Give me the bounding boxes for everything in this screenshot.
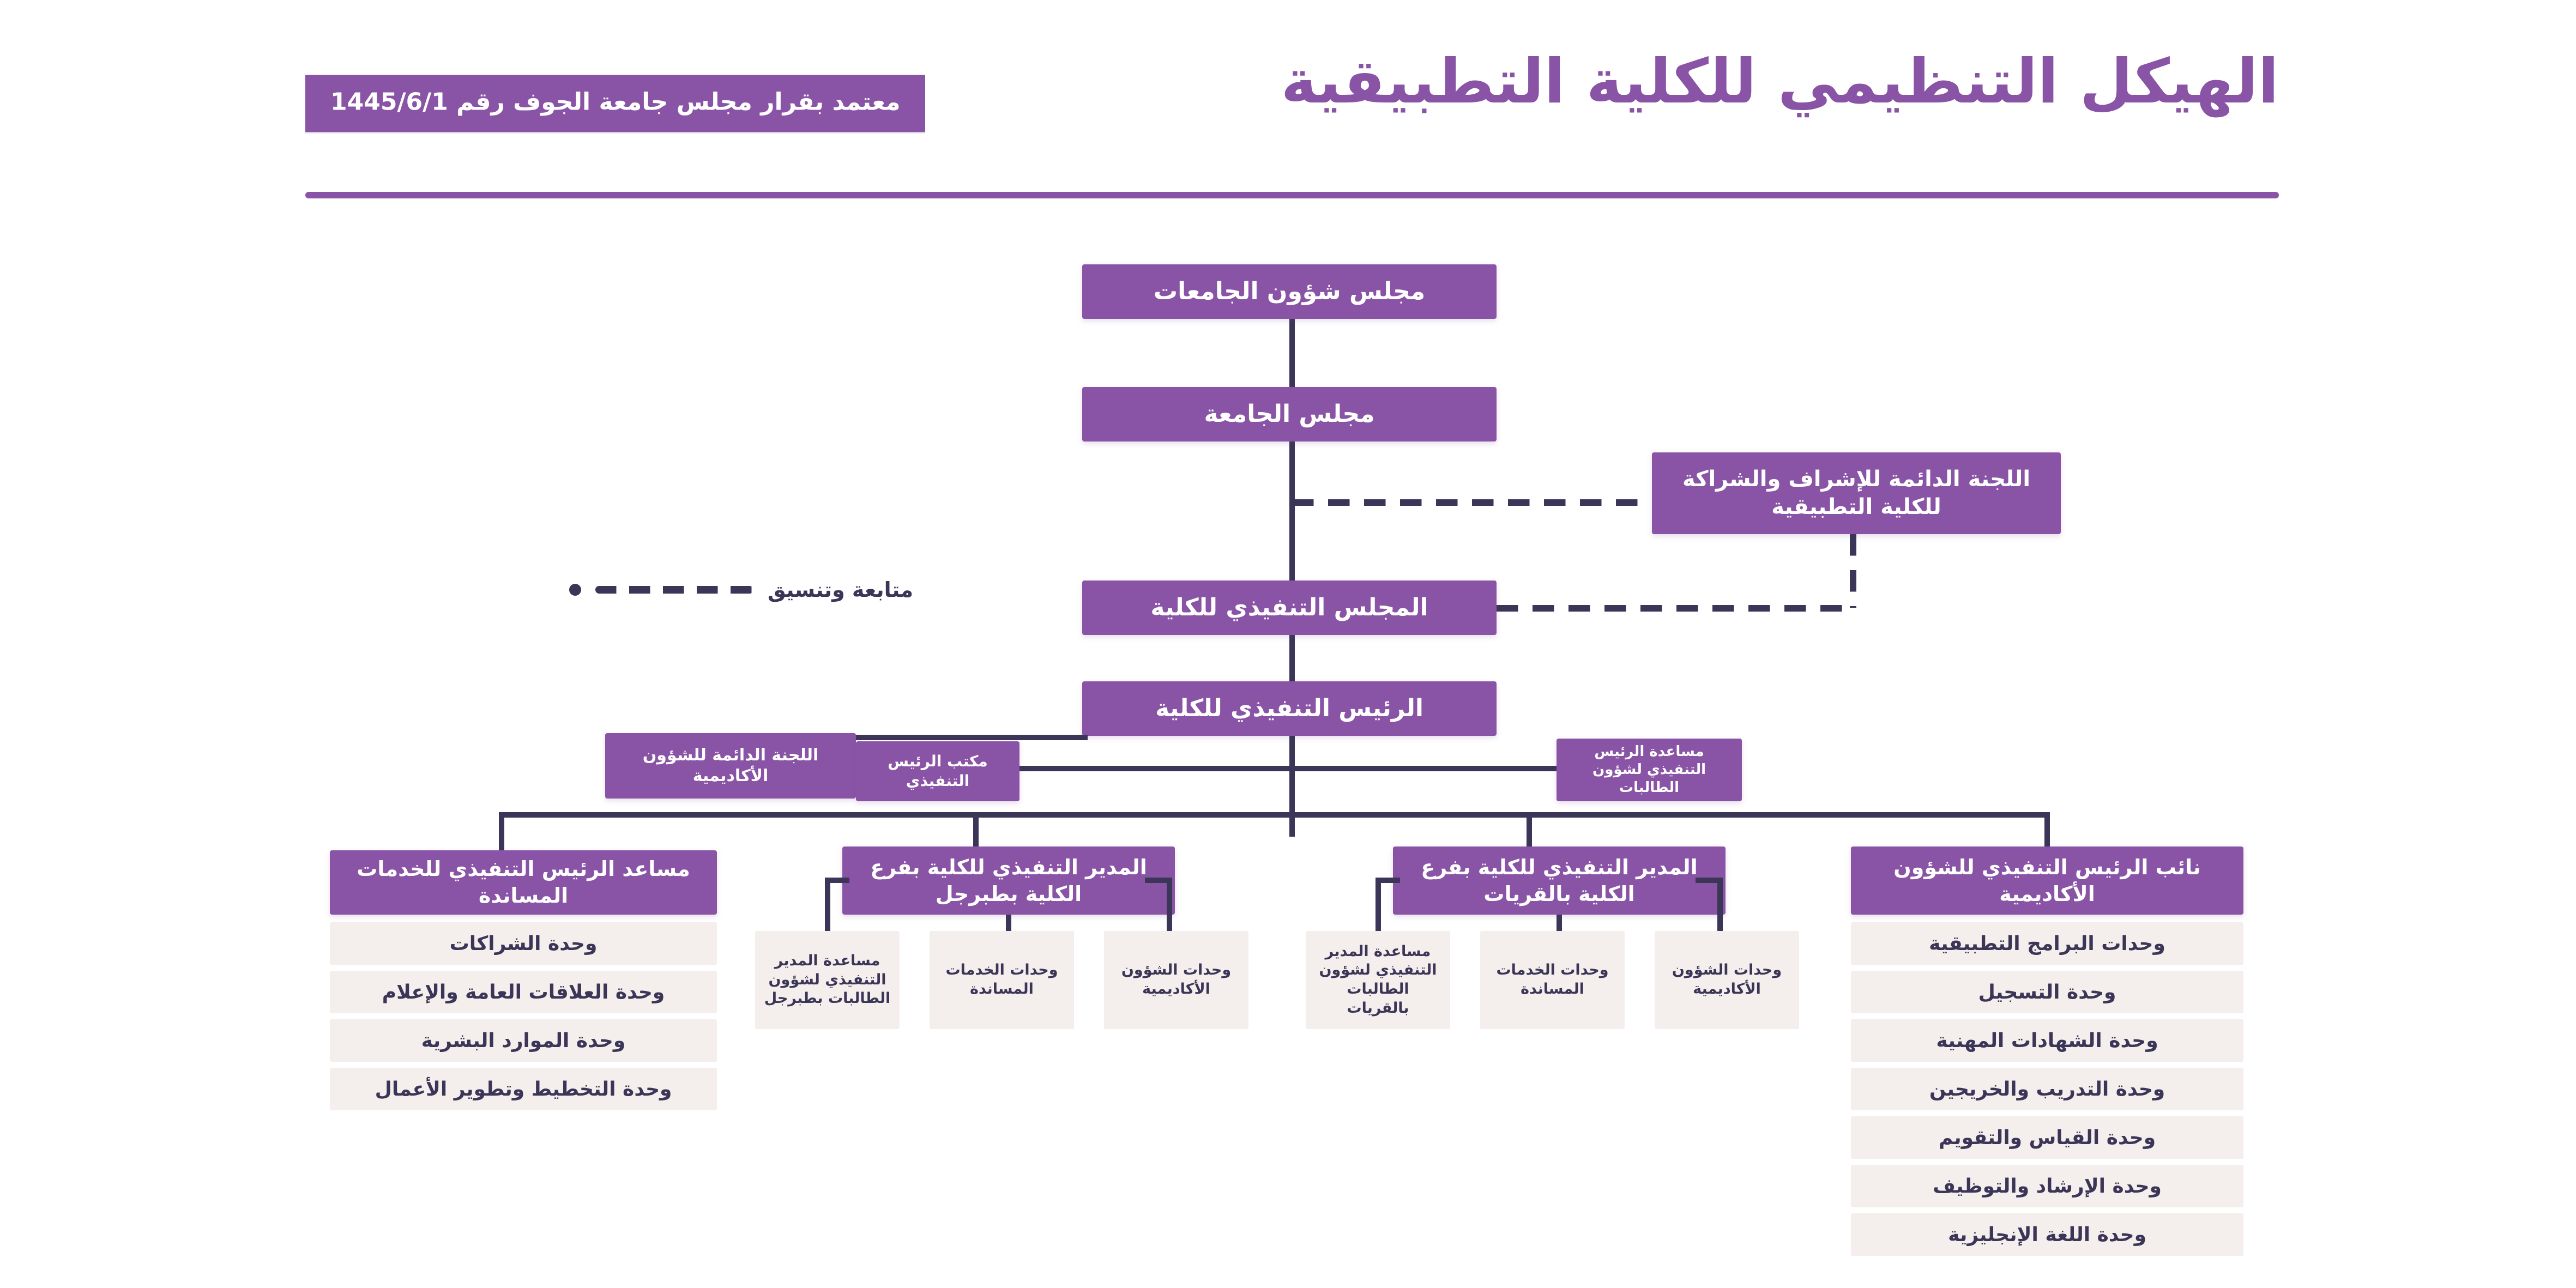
page-header: الهيكل التنظيمي للكلية التطبيقية معتمد ب… [305, 44, 2279, 147]
dashed-link-committee-to-exec-council [1497, 605, 1854, 612]
unit-item[interactable]: وحدة الموارد البشرية [330, 1019, 717, 1062]
unit-item[interactable]: وحدة التدريب والخريجين [1851, 1068, 2243, 1110]
node-permanent-supervision-committee[interactable]: اللجنة الدائمة للإشراف والشراكة للكلية ا… [1652, 452, 2061, 534]
node-college-executive-council[interactable]: المجلس التنفيذي للكلية [1082, 580, 1497, 635]
header-divider-rule [305, 192, 2279, 198]
unit-list-academic-affairs: وحدات البرامج التطبيقية وحدة التسجيل وحد… [1851, 922, 2243, 1256]
branch-unit-tabarjal-assistant[interactable]: مساعدة المدير التنفيذي لشؤون الطالبات بط… [755, 931, 900, 1029]
connector-president-trunk [1289, 736, 1295, 837]
branch-head-support-services[interactable]: مساعد الرئيس التنفيذي للخدمات المساندة [330, 850, 717, 915]
legend-dashed-line-sample [595, 586, 753, 594]
connector-tabarjal-mid-v [1006, 915, 1011, 932]
connector-main-bus [499, 812, 2050, 818]
connector-president-assistant-h [1289, 766, 1567, 771]
dashed-link-university-to-committee [1292, 499, 1652, 506]
connector-council-to-university [1289, 319, 1295, 398]
page-title: الهيكل التنظيمي للكلية التطبيقية [1281, 46, 2279, 117]
node-university-council[interactable]: مجلس الجامعة [1082, 387, 1497, 442]
connector-drop-academic [2044, 812, 2050, 853]
connector-university-to-exec-council [1289, 442, 1295, 589]
unit-item[interactable]: وحدة الإرشاد والتوظيف [1851, 1165, 2243, 1207]
node-executive-president-office[interactable]: مكتب الرئيس التنفيذي [856, 741, 1019, 801]
unit-item[interactable]: وحدة التسجيل [1851, 971, 2243, 1013]
connector-tabarjal-right-v [1167, 878, 1172, 932]
branch-unit-qurayyat-academic[interactable]: وحدات الشؤون الأكاديمية [1655, 931, 1799, 1029]
branch-head-academic-affairs[interactable]: نائب الرئيس التنفيذي للشؤون الأكاديمية [1851, 846, 2243, 915]
unit-item[interactable]: وحدة الشراكات [330, 922, 717, 965]
connector-tabarjal-right-h [1145, 878, 1172, 883]
connector-drop-qurayyat [1527, 812, 1532, 853]
unit-item[interactable]: وحدة اللغة الإنجليزية [1851, 1213, 2243, 1256]
node-assistant-female-students[interactable]: مساعدة الرئيس التنفيذي لشؤون الطالبات [1557, 739, 1742, 801]
connector-president-to-academic-committee-h [701, 735, 1088, 740]
node-universities-affairs-council[interactable]: مجلس شؤون الجامعات [1082, 264, 1497, 319]
branch-unit-qurayyat-support[interactable]: وحدات الخدمات المساندة [1480, 931, 1625, 1029]
branch-unit-tabarjal-support[interactable]: وحدات الخدمات المساندة [930, 931, 1074, 1029]
connector-qurayyat-right-v [1717, 878, 1723, 932]
connector-drop-tabarjal [973, 812, 979, 853]
branch-unit-qurayyat-assistant[interactable]: مساعدة المدير التنفيذي لشؤون الطالبات با… [1306, 931, 1450, 1029]
legend-label: متابعة وتنسيق [767, 578, 913, 602]
node-college-executive-president[interactable]: الرئيس التنفيذي للكلية [1082, 681, 1497, 736]
unit-item[interactable]: وحدة العلاقات العامة والإعلام [330, 971, 717, 1013]
legend-dot-sample [569, 584, 581, 596]
legend: متابعة وتنسيق [569, 578, 913, 602]
connector-president-office-h [943, 766, 1292, 771]
connector-drop-support-services [499, 812, 504, 853]
branch-head-tabarjal[interactable]: المدير التنفيذي للكلية بفرع الكلية بطبرج… [842, 846, 1175, 915]
unit-item[interactable]: وحدة القياس والتقويم [1851, 1116, 2243, 1159]
approval-badge: معتمد بقرار مجلس جامعة الجوف رقم 1445/6/… [305, 75, 926, 132]
branch-unit-tabarjal-academic[interactable]: وحدات الشؤون الأكاديمية [1104, 931, 1248, 1029]
connector-tabarjal-left-h [825, 878, 849, 883]
connector-qurayyat-right-h [1696, 878, 1723, 883]
dashed-link-committee-down [1850, 534, 1856, 608]
connector-exec-council-to-president [1289, 635, 1295, 681]
connector-qurayyat-left-v [1376, 878, 1381, 932]
unit-item[interactable]: وحدة الشهادات المهنية [1851, 1019, 2243, 1062]
branch-head-qurayyat[interactable]: المدير التنفيذي للكلية بفرع الكلية بالقر… [1393, 846, 1726, 915]
connector-qurayyat-mid-v [1557, 915, 1562, 932]
connector-tabarjal-left-v [825, 878, 830, 932]
connector-qurayyat-left-h [1376, 878, 1400, 883]
node-permanent-academic-committee[interactable]: اللجنة الدائمة للشؤون الأكاديمية [605, 733, 856, 799]
unit-list-support-services: وحدة الشراكات وحدة العلاقات العامة والإع… [330, 922, 717, 1110]
unit-item[interactable]: وحدات البرامج التطبيقية [1851, 922, 2243, 965]
unit-item[interactable]: وحدة التخطيط وتطوير الأعمال [330, 1068, 717, 1110]
